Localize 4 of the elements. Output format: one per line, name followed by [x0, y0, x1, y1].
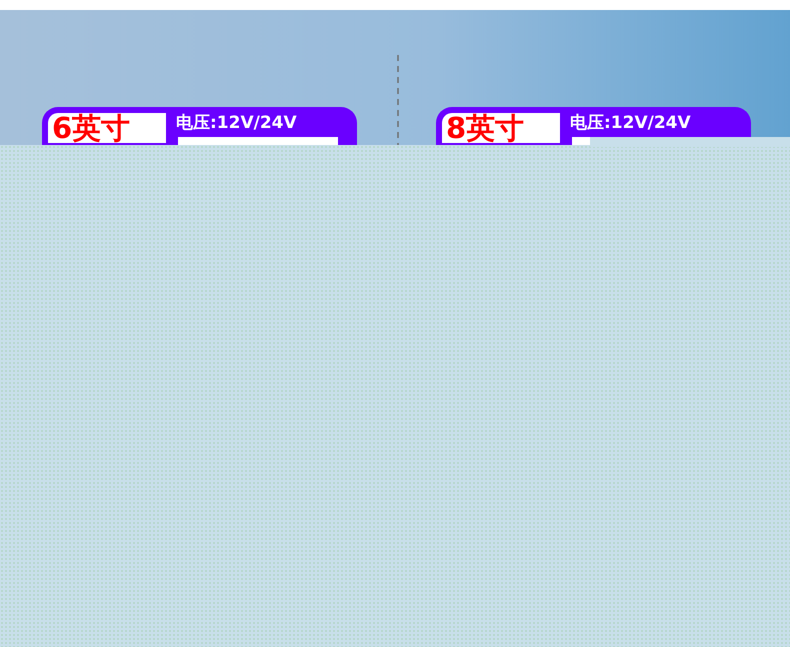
size-label: 8英寸 — [442, 113, 560, 143]
voltage-label: 电压:12V/24V — [176, 112, 297, 134]
voltage-label: 电压:12V/24V — [570, 112, 691, 134]
size-label: 6英寸 — [48, 113, 166, 143]
